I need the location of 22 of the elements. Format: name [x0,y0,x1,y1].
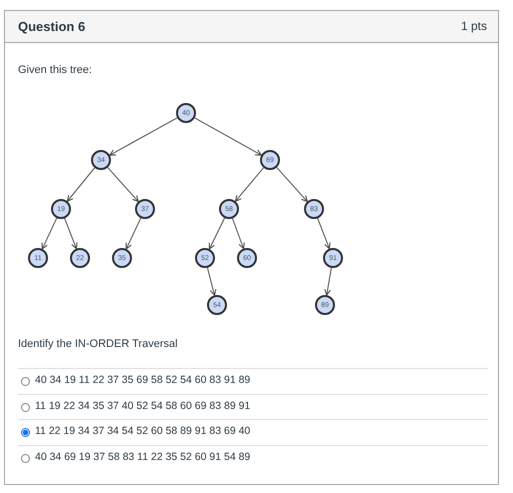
answer-option: 40 34 69 19 37 58 83 11 22 35 52 60 91 54 89 [35,451,250,464]
arrow [232,218,245,250]
arrow [276,166,308,202]
arrow [107,166,139,202]
question-text: Given this tree: [18,64,92,76]
question-title: Question 6 [18,19,86,34]
arrow [317,218,330,250]
question-text: Identify the IN-ORDER Traversal [18,338,178,350]
arrow [206,267,216,296]
arrow [194,117,262,156]
points-label: 1 pts [460,19,487,33]
arrow [42,218,58,250]
arrow [109,117,178,156]
arrow [324,267,332,296]
answer-option: 11 22 19 34 37 34 54 52 60 58 89 91 83 69 40 [35,425,250,438]
arrow [64,218,78,250]
arrow [66,167,96,202]
arrow [126,218,142,250]
arrow [234,167,264,202]
answer-option: 40 34 19 11 22 37 35 69 58 52 54 60 83 91 89 [35,374,250,386]
answer-option: 11 19 22 34 35 37 40 52 54 58 60 69 83 89 91 [35,400,250,412]
arrow [208,217,226,250]
